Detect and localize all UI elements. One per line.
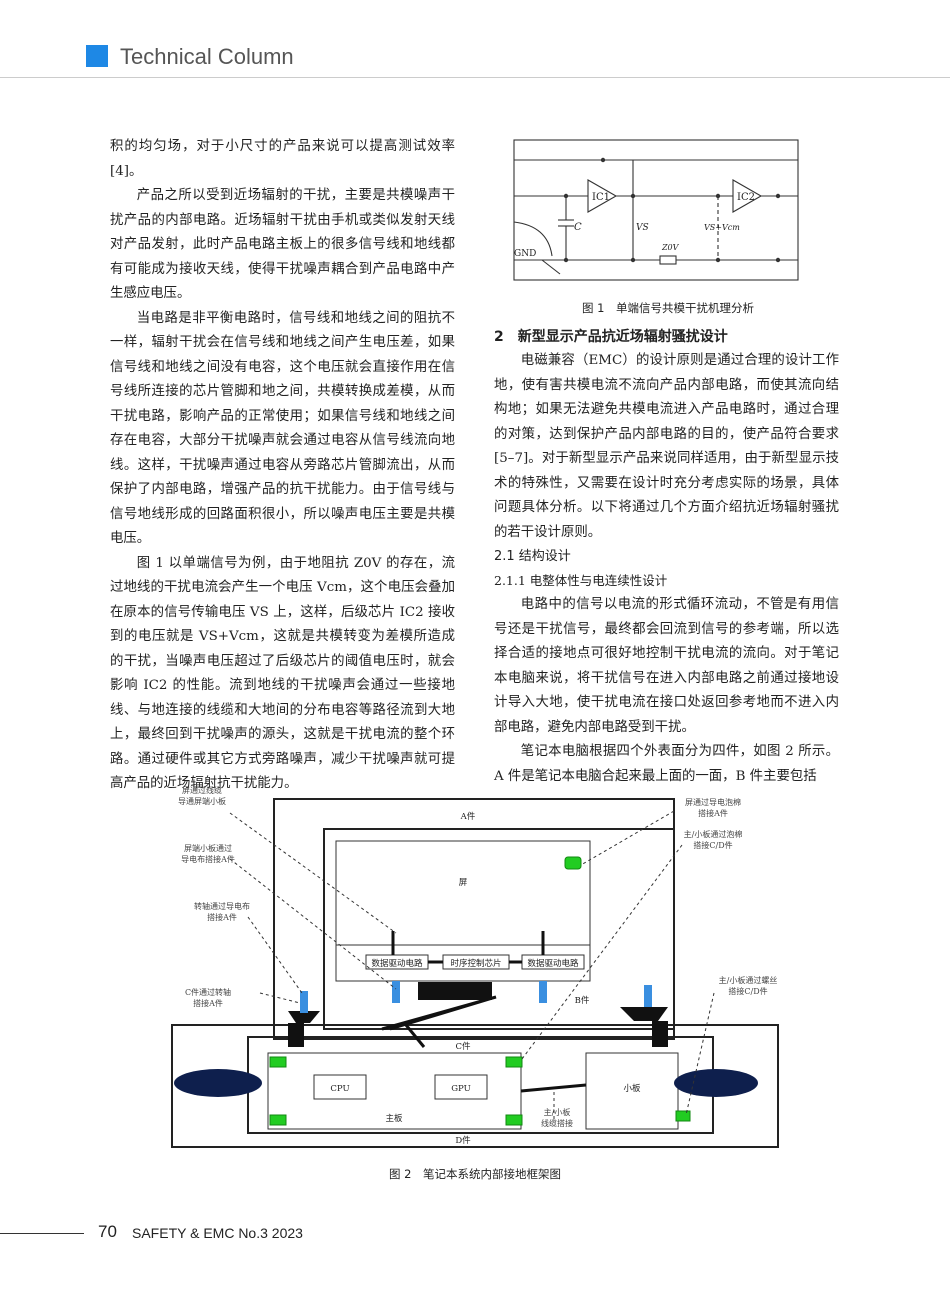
fig2-mainboard-label: 主板	[385, 1113, 403, 1124]
page-number: 70	[98, 1222, 117, 1241]
fig1-vs-vcm-label: VS+Vcm	[704, 223, 740, 232]
section-2-1-heading: 2.1 结构设计	[494, 549, 571, 564]
fig2-annotation-cable-line1: 屏通过线缆	[182, 785, 222, 795]
fig2-a-part-label: A件	[460, 811, 476, 822]
fig2-annotation-link-line1: 主/小板	[544, 1107, 571, 1117]
fig2-data-driver-left: 数据驱动电路	[371, 958, 423, 969]
left-column: 积的均匀场，对于小尺寸的产品来说可以提高测试效率 [4]。 产品之所以受到近场辐…	[110, 135, 455, 797]
fig2-annotation-cable-line2: 导通屏端小板	[178, 796, 226, 806]
fig2-annotation-board-foam-line2: 搭接C/D件	[693, 840, 732, 850]
right-paragraph-1: 电磁兼容（EMC）的设计原则是通过合理的设计工作地，使有害共模电流不流向产品内部…	[494, 353, 839, 540]
right-paragraph-2: 电路中的信号以电流的形式循环流动，不管是有用信号还是干扰信号，最终都会回流到信号…	[494, 597, 839, 735]
header-title: Technical Column	[120, 44, 294, 69]
fig2-annotation-hinge-line1: 转轴通过导电布	[194, 901, 250, 911]
fig2-annotation-c-part-line1: C件通过转轴	[185, 987, 231, 997]
fig1-vs-label: VS	[636, 223, 649, 233]
fig1-ic2-label: IC2	[737, 192, 755, 203]
fig1-ic1-label: IC1	[592, 192, 610, 203]
fig2-annotation-board-foam-line1: 主/小板通过泡棉	[684, 829, 743, 839]
fig2-timing-controller: 时序控制芯片	[450, 958, 501, 969]
header-accent-square	[86, 45, 108, 67]
journal-name: SAFETY & EMC No.3 2023	[132, 1225, 303, 1241]
fig2-small-board-label: 小板	[623, 1083, 641, 1094]
section-2-1-1-heading: 2.1.1 电整体性与电连续性设计	[494, 573, 668, 588]
fig2-annotation-foam-line2: 搭接A件	[698, 808, 728, 818]
fig2-annotation-link-line2: 线缆搭接	[541, 1118, 573, 1128]
fig2-screen-label: 屏	[459, 878, 468, 888]
fig2-gpu-label: GPU	[451, 1084, 471, 1094]
header-rule	[0, 77, 950, 78]
right-paragraph-3: 笔记本电脑根据四个外表面分为四件，如图 2 所示。A 件是笔记本电脑合起来最上面…	[494, 744, 839, 784]
section-2-heading: 2 新型显示产品抗近场辐射骚扰设计	[494, 329, 728, 345]
fig2-annotation-cloth-line1: 屏端小板通过	[184, 843, 232, 853]
left-paragraph-1: 积的均匀场，对于小尺寸的产品来说可以提高测试效率 [4]。	[110, 139, 455, 179]
fig2-d-part-label: D件	[455, 1135, 471, 1146]
fig2-annotation-screw-line2: 搭接C/D件	[728, 986, 767, 996]
fig2-annotation-screw-line1: 主/小板通过螺丝	[719, 975, 778, 985]
fig1-z0v-label: Z0V	[661, 243, 680, 252]
figure-2-caption: 图 2 笔记本系统内部接地框架图	[389, 1167, 561, 1181]
fig2-annotation-c-part-line2: 搭接A件	[193, 998, 223, 1008]
fig1-gnd-label: GND	[514, 249, 536, 259]
right-column: 2 新型显示产品抗近场辐射骚扰设计 电磁兼容（EMC）的设计原则是通过合理的设计…	[494, 325, 839, 789]
footer-rule	[0, 1233, 84, 1234]
left-paragraph-4: 图 1 以单端信号为例，由于地阻抗 Z0V 的存在，流过地线的干扰电流会产生一个…	[110, 555, 455, 792]
fig1-capacitor-label: C	[574, 222, 582, 233]
figure-2-laptop-ground-diagram: A件 屏 数据驱动电路 时序控制芯片 数据驱动电路 B件 C件 CPU GPU …	[171, 785, 779, 1148]
fig2-annotation-foam-line1: 屏通过导电泡棉	[685, 797, 741, 807]
fig2-b-part-label: B件	[575, 995, 590, 1006]
left-paragraph-3: 当电路是非平衡电路时，信号线和地线之间的阻抗不一样，辐射干扰会在信号线和地线之间…	[110, 310, 455, 547]
fig2-data-driver-right: 数据驱动电路	[527, 958, 579, 969]
figure-1-circuit: IC1 IC2 C VS VS+Vcm Z0V GND	[513, 139, 799, 281]
figure-1-caption: 图 1 单端信号共模干扰机理分析	[582, 301, 754, 315]
fig2-annotation-hinge-line2: 搭接A件	[207, 912, 237, 922]
left-paragraph-2: 产品之所以受到近场辐射的干扰，主要是共模噪声干扰产品的内部电路。近场辐射干扰由手…	[110, 188, 455, 301]
fig2-c-part-label: C件	[455, 1041, 471, 1052]
fig2-cpu-label: CPU	[330, 1084, 349, 1094]
fig2-annotation-cloth-line2: 导电布搭接A件	[181, 854, 235, 864]
